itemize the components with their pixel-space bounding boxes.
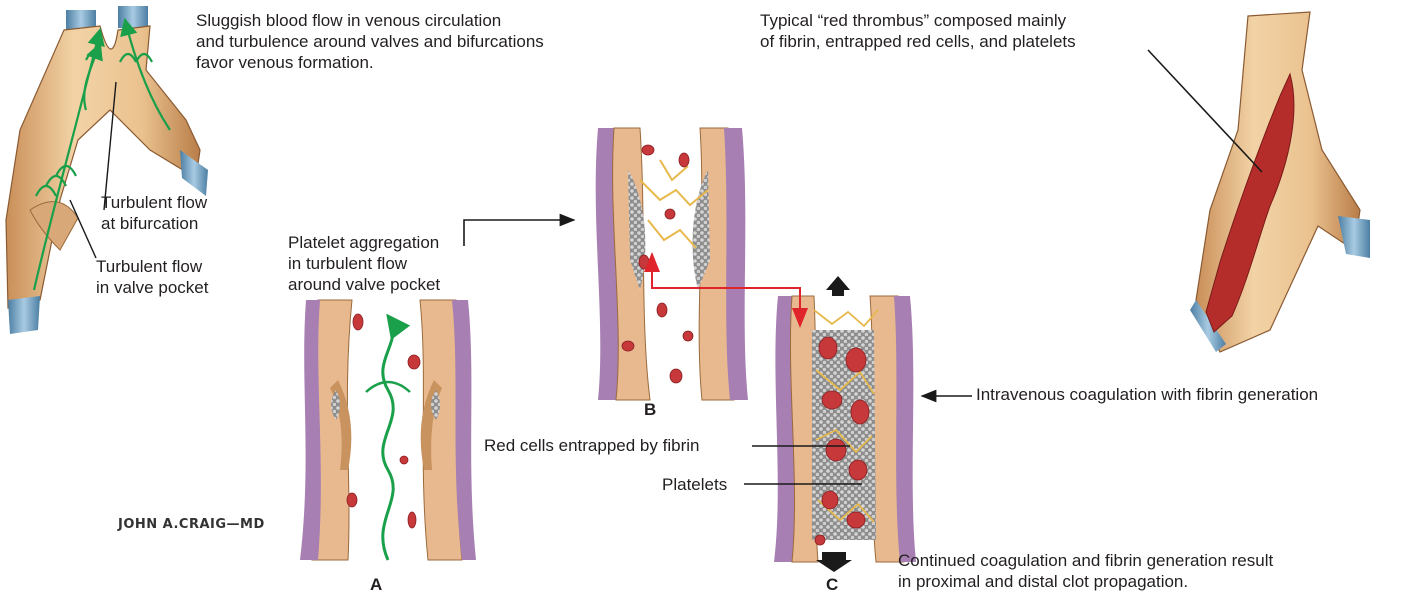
turbulent-valve-line-1: Turbulent flow bbox=[96, 256, 208, 277]
vein-cuff-bottom bbox=[8, 296, 40, 334]
platelet-aggregation-line-1: Platelet aggregation bbox=[288, 232, 440, 253]
panel-a-red-cells bbox=[347, 314, 420, 528]
thrombus-vein-cuff-branch bbox=[1338, 216, 1370, 258]
sluggish-flow-label: Sluggish blood flow in venous circulatio… bbox=[196, 10, 544, 73]
panel-b-illustration bbox=[596, 128, 748, 400]
turbulent-bifurcation-line-1: Turbulent flow bbox=[101, 192, 207, 213]
intravenous-coagulation-label: Intravenous coagulation with fibrin gene… bbox=[976, 384, 1318, 405]
sluggish-line-1: Sluggish blood flow in venous circulatio… bbox=[196, 10, 544, 31]
red-thrombus-label: Typical “red thrombus” composed mainly o… bbox=[760, 10, 1076, 52]
continued-coagulation-label: Continued coagulation and fibrin generat… bbox=[898, 550, 1273, 592]
sluggish-line-3: favor venous formation. bbox=[196, 52, 544, 73]
continued-line-1: Continued coagulation and fibrin generat… bbox=[898, 550, 1273, 571]
panel-a-illustration bbox=[300, 300, 476, 560]
panel-c-illustration bbox=[774, 276, 916, 572]
red-thrombus-line-2: of fibrin, entrapped red cells, and plat… bbox=[760, 31, 1076, 52]
sluggish-line-2: and turbulence around valves and bifurca… bbox=[196, 31, 544, 52]
artist-signature: JOHN A.CRAIG—MD bbox=[118, 517, 265, 532]
turbulent-bifurcation-line-2: at bifurcation bbox=[101, 213, 207, 234]
panel-a-flow-arrow bbox=[383, 316, 393, 560]
vein-cuff-top-right bbox=[118, 6, 148, 28]
platelet-aggregation-line-2: in turbulent flow bbox=[288, 253, 440, 274]
panel-b-right-muscle bbox=[724, 128, 748, 400]
distal-propagation-arrow bbox=[816, 552, 852, 572]
red-thrombus-vein-illustration bbox=[1190, 12, 1370, 352]
platelet-aggregation-line-3: around valve pocket bbox=[288, 274, 440, 295]
turbulent-valve-label: Turbulent flow in valve pocket bbox=[96, 256, 208, 298]
panel-c-clot-platelets bbox=[812, 330, 876, 540]
proximal-propagation-arrow bbox=[826, 276, 850, 296]
continued-line-2: in proximal and distal clot propagation. bbox=[898, 571, 1273, 592]
red-cells-label: Red cells entrapped by fibrin bbox=[484, 435, 699, 456]
panel-b-label: B bbox=[644, 400, 656, 420]
turbulent-bifurcation-label: Turbulent flow at bifurcation bbox=[101, 192, 207, 234]
red-thrombus-line-1: Typical “red thrombus” composed mainly bbox=[760, 10, 1076, 31]
panel-c-label: C bbox=[826, 575, 838, 595]
panel-a-label: A bbox=[370, 575, 382, 595]
platelet-aggregation-label: Platelet aggregation in turbulent flow a… bbox=[288, 232, 440, 295]
platelets-label: Platelets bbox=[662, 474, 727, 495]
panel-c-right-muscle bbox=[894, 296, 916, 562]
panel-a-left-muscle bbox=[300, 300, 321, 560]
turbulent-valve-line-2: in valve pocket bbox=[96, 277, 208, 298]
